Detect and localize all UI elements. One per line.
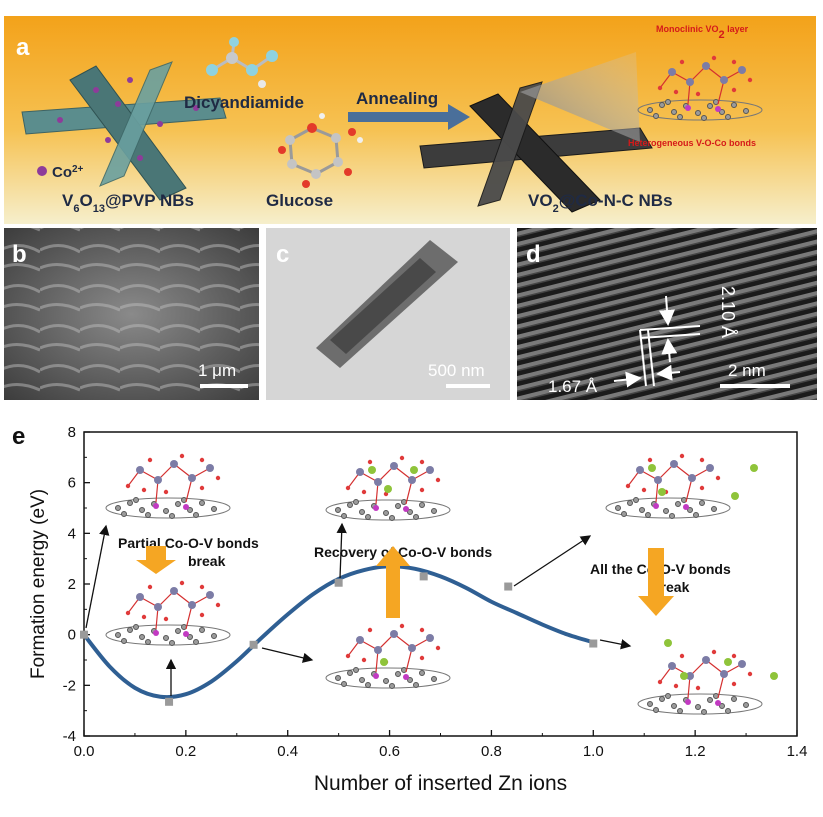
glucose-molecule-icon bbox=[278, 113, 363, 188]
annotation-recovery: Recovery of Co-O-V bonds bbox=[314, 544, 492, 560]
label-co: Co2+ bbox=[52, 164, 84, 182]
y-tick-label: -2 bbox=[63, 677, 76, 694]
scale-bar-b bbox=[200, 384, 248, 388]
panel-b: b 1 μm bbox=[4, 228, 259, 400]
data-point bbox=[165, 697, 174, 706]
panel-b-letter: b bbox=[12, 241, 27, 268]
y-tick-label: 8 bbox=[68, 424, 76, 441]
y-tick-label: 2 bbox=[68, 576, 76, 593]
label-product: VO2@Co-N-C NBs bbox=[528, 191, 673, 215]
product-nanobelts-image bbox=[419, 52, 653, 213]
panel-c: c 500 nm bbox=[266, 228, 510, 400]
orange-arrow-up-icon bbox=[376, 546, 410, 618]
x-tick-label: 1.2 bbox=[685, 743, 706, 760]
x-tick-label: 0.6 bbox=[379, 743, 400, 760]
structure-inset-right-top bbox=[605, 453, 731, 520]
x-tick-label: 0.2 bbox=[175, 743, 196, 760]
pointer-arrows bbox=[85, 522, 632, 696]
label-glucose: Glucose bbox=[266, 191, 333, 210]
x-tick-label: 1.4 bbox=[787, 743, 808, 760]
annotation-partial-line1: Partial Co-O-V bonds bbox=[118, 535, 259, 551]
panel-a-letter: a bbox=[16, 34, 30, 61]
data-point bbox=[80, 630, 88, 639]
structure-inset-initial bbox=[105, 453, 231, 520]
zn-ion-markers bbox=[368, 464, 778, 680]
x-tick-label: 0.0 bbox=[74, 743, 95, 760]
structure-inset-recovery-bottom bbox=[325, 623, 451, 690]
label-heterogeneous: Heterogeneous V-O-Co bonds bbox=[628, 138, 756, 148]
y-tick-label: -4 bbox=[63, 728, 76, 745]
label-annealing: Annealing bbox=[356, 89, 438, 108]
x-tick-label: 1.0 bbox=[583, 743, 604, 760]
scale-bar-label-d: 2 nm bbox=[728, 361, 766, 380]
lattice-spacing-markers bbox=[613, 295, 701, 388]
y-axis-label: Formation energy (eV) bbox=[28, 489, 49, 679]
x-tick-label: 0.8 bbox=[481, 743, 502, 760]
label-dicyandiamide: Dicyandiamide bbox=[184, 93, 304, 112]
orange-arrow-down-right-icon bbox=[638, 548, 674, 616]
panel-d-letter: d bbox=[526, 241, 541, 268]
precursor-nanobelts-image bbox=[21, 61, 227, 201]
scale-bar-c bbox=[446, 384, 490, 388]
panel-e-letter: e bbox=[12, 423, 25, 450]
dicyandiamide-molecule-icon bbox=[206, 37, 278, 88]
x-tick-label: 0.4 bbox=[277, 743, 298, 760]
label-monoclinic: Monoclinic VO2 layer bbox=[656, 24, 749, 41]
data-point bbox=[504, 582, 513, 591]
panel-d: d 2.10 Å 1.67 Å 2 nm bbox=[517, 228, 817, 400]
chart-curve-layer bbox=[80, 564, 598, 706]
scale-bar-d bbox=[720, 384, 790, 388]
lattice-spacing-label-2: 1.67 Å bbox=[548, 377, 598, 396]
y-tick-label: 0 bbox=[68, 627, 76, 644]
scale-bar-label-b: 1 μm bbox=[198, 361, 236, 380]
x-axis-label: Number of inserted Zn ions bbox=[314, 772, 567, 795]
data-point bbox=[419, 572, 428, 581]
data-point bbox=[249, 640, 258, 649]
y-tick-label: 4 bbox=[68, 525, 76, 542]
panel-e: e 0.0 0.2 0.4 0.6 0.8 1.0 1.2 1.4 -4 -2 0 2 4 6 8Numbe… bbox=[12, 423, 807, 795]
data-point bbox=[334, 578, 343, 587]
scale-bar-label-c: 500 nm bbox=[428, 361, 485, 380]
data-point bbox=[589, 639, 598, 648]
panel-a: a Co2+ V6O13@PVP NBs Dicyandiamide bbox=[4, 16, 816, 224]
annotation-partial-line2: break bbox=[188, 553, 226, 569]
y-tick-label: 6 bbox=[68, 475, 76, 492]
structure-inset-right-bottom bbox=[637, 649, 763, 716]
label-precursor: V6O13@PVP NBs bbox=[62, 191, 194, 215]
panel-c-letter: c bbox=[276, 241, 289, 268]
structure-inset-partial bbox=[105, 580, 231, 647]
co-ion-icon bbox=[37, 166, 47, 176]
annealing-arrow-icon bbox=[348, 104, 470, 130]
lattice-spacing-label-1: 2.10 Å bbox=[718, 286, 738, 338]
orange-arrow-down-left-icon bbox=[136, 546, 176, 574]
